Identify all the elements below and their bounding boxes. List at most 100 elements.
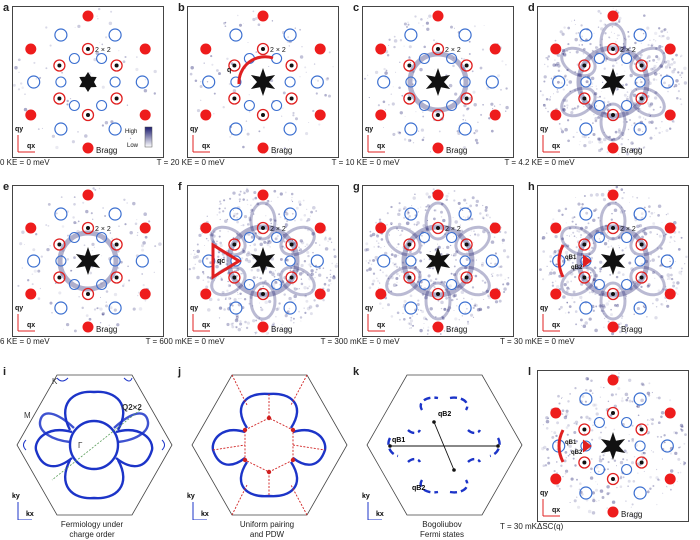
panel-letter: l	[528, 366, 532, 378]
panel-letter: a	[3, 2, 10, 14]
q2x2-peak-dot	[407, 96, 412, 101]
q2x2-peak-ring	[110, 59, 123, 72]
energy-label: E = 0 meV	[187, 337, 225, 346]
bragg-peak	[664, 222, 676, 234]
q2x2-peak-ring	[285, 271, 298, 284]
m-point-ring	[229, 122, 243, 136]
panel-letter: k	[353, 366, 360, 378]
m-point-ring	[202, 75, 216, 89]
charge-order-peaks	[53, 221, 123, 301]
bogoliubov-schematic: qB1 qB2 qB2 ky kx	[362, 374, 523, 520]
qy-label: qy	[540, 126, 548, 133]
q2x2-peak-ring	[606, 108, 620, 122]
m-point-ring	[310, 75, 324, 89]
bragg-label: Bragg	[621, 325, 642, 334]
bragg-peak	[550, 288, 562, 300]
energy-label: E = 0 meV	[362, 337, 400, 346]
qy-label: qy	[15, 305, 23, 312]
q2x2-peak-dot	[639, 275, 644, 280]
q2x2-peak-dot	[464, 275, 469, 280]
central-peak	[600, 247, 626, 275]
temperature-label: T = 20 K	[156, 158, 187, 167]
m-point-ring	[135, 75, 149, 89]
temperature-label: T = 600 mK	[145, 337, 187, 346]
bragg-peaks	[25, 189, 151, 333]
bragg-peaks	[200, 10, 326, 154]
bragg-peak	[82, 189, 94, 201]
q2x2-peak-dot	[611, 47, 615, 51]
m-point-ring	[579, 122, 593, 136]
q2x2-peak-dot	[611, 411, 615, 415]
q2x2-annotation: 2 × 2	[270, 226, 286, 233]
q2x2-peak-dot	[639, 63, 644, 68]
bragg-peaks	[550, 189, 676, 333]
energy-label: E = 0 meV	[187, 158, 225, 167]
q2x2-peak-ring	[256, 42, 270, 56]
q2x2-peak-dot	[582, 275, 587, 280]
central-peak	[425, 247, 451, 275]
pdw-connections	[212, 374, 326, 516]
q2x2-peak-ring	[228, 238, 241, 251]
m-point-ring-inner	[271, 52, 283, 65]
m-point-ring-inner	[621, 99, 633, 112]
m-point-ring	[54, 28, 68, 42]
q2x2-peak-dot	[464, 96, 469, 101]
m-point-ring-inner	[271, 278, 283, 291]
bragg-label: Bragg	[271, 325, 292, 334]
caption-line: Bogoliubov	[422, 520, 462, 529]
central-peak	[250, 68, 276, 96]
q2x2-peak-ring	[403, 238, 416, 251]
q2x2-peak-ring	[228, 271, 241, 284]
gap-map-label: ΔSC(q)	[537, 522, 564, 531]
m-point-ring-inner	[243, 231, 255, 244]
qy-label: qy	[15, 126, 23, 133]
m-point-ring-inner	[55, 76, 67, 88]
qy-label: qy	[365, 305, 373, 312]
m-point-ring	[108, 122, 122, 136]
q2x2-peak-ring	[460, 59, 473, 72]
m-point-ring	[579, 392, 593, 406]
zone-edge-arcs	[23, 377, 165, 451]
caption-line: Fermiology under	[60, 520, 124, 529]
m-point-circles	[27, 207, 149, 315]
m-point-ring	[283, 301, 297, 315]
q2x2-peak-dot	[436, 292, 440, 296]
bragg-peak	[664, 109, 676, 121]
qb2-label-lower: qB2	[412, 485, 425, 492]
m-point-ring	[54, 122, 68, 136]
m-point-ring-inner	[96, 278, 108, 291]
q2x2-peak-dot	[86, 226, 90, 230]
q2x2-peak-ring	[110, 238, 123, 251]
m-point-ring	[579, 207, 593, 221]
k-axes: ky kx	[12, 493, 34, 520]
q2x2-peak-ring	[81, 287, 95, 301]
bragg-peak	[139, 109, 151, 121]
m-point-ring	[229, 207, 243, 221]
q2x2-peak-ring	[431, 108, 445, 122]
charge-order-peaks	[578, 42, 648, 122]
m-point-ring	[108, 207, 122, 221]
bragg-peak	[82, 142, 94, 154]
q2x2-peak-dot	[86, 113, 90, 117]
bragg-peak	[25, 43, 37, 55]
m-point-ring-inner	[621, 416, 633, 429]
q2x2-peak-dot	[289, 96, 294, 101]
k-axes: ky kx	[362, 493, 384, 520]
charge-order-peaks	[403, 221, 473, 301]
m-point-ring-inner	[593, 416, 605, 429]
m-point-ring	[552, 75, 566, 89]
q2x2-peak-dot	[582, 63, 587, 68]
bragg-peak	[607, 189, 619, 201]
m-point-ring	[377, 75, 391, 89]
bragg-peak	[489, 109, 501, 121]
central-peak	[600, 68, 626, 96]
q2x2-peak-dot	[261, 292, 265, 296]
caption-line: Uniform pairing	[239, 520, 295, 529]
q2x2-peak-ring	[460, 92, 473, 105]
q2x2-peak-ring	[110, 271, 123, 284]
q-axes	[192, 135, 210, 153]
ky-label: ky	[187, 493, 195, 500]
q2x2-peak-dot	[57, 96, 62, 101]
